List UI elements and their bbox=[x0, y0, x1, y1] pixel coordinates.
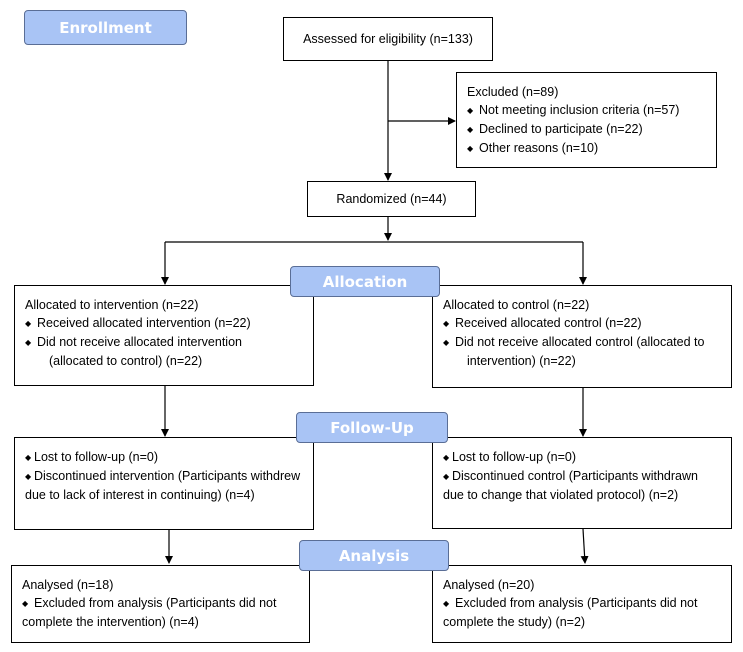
allocated-control-item: ◆Received allocated control (n=22) bbox=[443, 314, 721, 333]
allocated-control-item-cont: intervention) (n=22) bbox=[467, 354, 576, 368]
stage-analysis: Analysis bbox=[299, 540, 449, 571]
followup-control-item: ◆Lost to follow-up (n=0) bbox=[443, 448, 721, 467]
followup-control-item: ◆Discontinued control (Participants with… bbox=[443, 469, 698, 502]
stage-enrollment: Enrollment bbox=[24, 10, 187, 45]
allocated-intervention-item: ◆Received allocated intervention (n=22) bbox=[25, 314, 303, 333]
analysis-control-item: ◆Excluded from analysis (Participants di… bbox=[443, 596, 698, 629]
bullet-icon: ◆ bbox=[443, 599, 450, 608]
bullet-icon: ◆ bbox=[22, 599, 29, 608]
excluded-title: Excluded (n=89) bbox=[467, 85, 559, 99]
followup-control-box: ◆Lost to follow-up (n=0) ◆Discontinued c… bbox=[432, 437, 732, 529]
assessed-label: Assessed for eligibility (n=133) bbox=[303, 32, 473, 46]
bullet-icon: ◆ bbox=[443, 453, 450, 462]
bullet-icon: ◆ bbox=[25, 338, 32, 347]
arrow-ctrl-to-analysis bbox=[580, 528, 589, 564]
excluded-item: ◆Declined to participate (n=22) bbox=[467, 120, 706, 139]
allocated-intervention-item-cont: (allocated to control) (n=22) bbox=[49, 354, 203, 368]
analysis-intervention-title: Analysed (n=18) bbox=[22, 578, 114, 592]
followup-intervention-item: ◆Lost to follow-up (n=0) bbox=[25, 448, 303, 467]
randomized-box: Randomized (n=44) bbox=[307, 181, 476, 217]
excluded-item: ◆Other reasons (n=10) bbox=[467, 139, 706, 158]
followup-intervention-box: ◆Lost to follow-up (n=0) ◆Discontinued i… bbox=[14, 437, 314, 530]
analysis-intervention-box: Analysed (n=18) ◆Excluded from analysis … bbox=[11, 565, 310, 643]
allocated-intervention-box: Allocated to intervention (n=22) ◆Receiv… bbox=[14, 285, 314, 386]
randomized-label: Randomized (n=44) bbox=[336, 192, 447, 206]
bullet-icon: ◆ bbox=[25, 472, 32, 481]
allocated-control-title: Allocated to control (n=22) bbox=[443, 298, 590, 312]
excluded-item: ◆Not meeting inclusion criteria (n=57) bbox=[467, 101, 706, 120]
stage-allocation: Allocation bbox=[290, 266, 440, 297]
bullet-icon: ◆ bbox=[443, 338, 450, 347]
bullet-icon: ◆ bbox=[443, 472, 450, 481]
allocated-intervention-title: Allocated to intervention (n=22) bbox=[25, 298, 199, 312]
analysis-control-title: Analysed (n=20) bbox=[443, 578, 535, 592]
followup-intervention-item: ◆Discontinued intervention (Participants… bbox=[25, 469, 301, 502]
assessed-box: Assessed for eligibility (n=133) bbox=[283, 17, 493, 61]
excluded-box: Excluded (n=89) ◆Not meeting inclusion c… bbox=[456, 72, 717, 168]
allocated-intervention-item: ◆Did not receive allocated intervention bbox=[25, 333, 303, 352]
analysis-control-box: Analysed (n=20) ◆Excluded from analysis … bbox=[432, 565, 732, 643]
bullet-icon: ◆ bbox=[25, 319, 32, 328]
bullet-icon: ◆ bbox=[467, 125, 474, 134]
bullet-icon: ◆ bbox=[467, 106, 474, 115]
bullet-icon: ◆ bbox=[25, 453, 32, 462]
bullet-icon: ◆ bbox=[467, 144, 474, 153]
bullet-icon: ◆ bbox=[443, 319, 450, 328]
analysis-intervention-item: ◆Excluded from analysis (Participants di… bbox=[22, 596, 277, 629]
allocated-control-item: ◆Did not receive allocated control (allo… bbox=[443, 333, 721, 352]
stage-follow-up: Follow-Up bbox=[296, 412, 448, 443]
allocated-control-box: Allocated to control (n=22) ◆Received al… bbox=[432, 285, 732, 388]
